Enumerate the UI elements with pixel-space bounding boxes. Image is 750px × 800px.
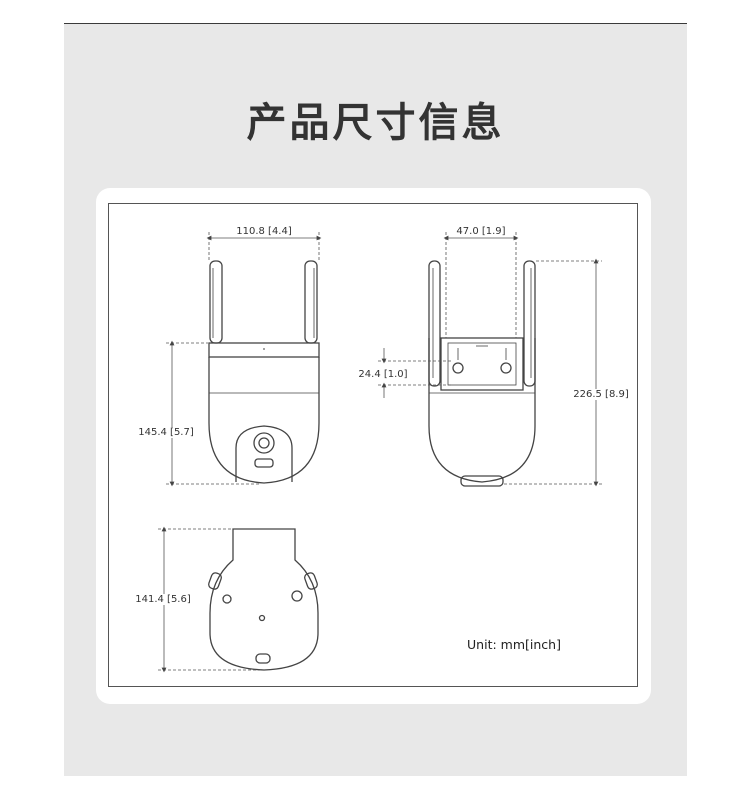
side-height-dim <box>504 258 602 487</box>
bottom-port <box>255 653 271 664</box>
content-panel: 产品尺寸信息 <box>64 23 687 776</box>
side-view <box>428 260 536 487</box>
side-depth-dim <box>443 232 519 338</box>
screw-hole-left <box>222 594 232 604</box>
front-housing <box>208 357 320 484</box>
side-mount-label: 24.4 [1.0] <box>358 369 407 380</box>
dimension-drawing: 110.8 [4.4] 145.4 [5.7] <box>134 226 630 673</box>
screw-hole-right <box>291 590 303 602</box>
side-mount-dim <box>378 348 451 398</box>
camera-lens <box>253 432 275 454</box>
dim-label-bg <box>137 427 195 438</box>
dim-label-bg <box>455 226 507 237</box>
front-width-dim <box>206 232 322 260</box>
front-height-label: 145.4 [5.7] <box>138 427 194 438</box>
side-base-ring <box>460 475 504 487</box>
bottom-view <box>208 528 319 671</box>
dim-label-bg <box>572 389 630 400</box>
dim-label-bg <box>357 369 409 380</box>
drawing-card: 110.8 [4.4] 145.4 [5.7] <box>96 188 651 704</box>
side-height-label: 226.5 [8.9] <box>573 389 629 400</box>
front-view <box>208 260 320 484</box>
front-cap <box>208 342 320 358</box>
bottom-housing <box>209 528 319 671</box>
antenna-right <box>304 260 318 344</box>
drawing-frame <box>108 203 638 687</box>
lens-window <box>235 425 293 482</box>
front-width-label: 110.8 [4.4] <box>236 226 292 237</box>
dim-label-bg <box>235 226 293 237</box>
antenna-left <box>209 260 223 344</box>
dim-label-bg <box>134 594 192 605</box>
light-sensor <box>254 458 274 468</box>
bottom-tab-right <box>304 572 318 590</box>
mount-bracket <box>440 337 524 391</box>
bottom-tab-left <box>208 572 222 590</box>
page-title: 产品尺寸信息 <box>246 100 505 146</box>
side-depth-label: 47.0 [1.9] <box>456 226 505 237</box>
side-antenna-right <box>523 260 536 387</box>
unit-note: Unit: mm[inch] <box>467 637 561 652</box>
bottom-height-label: 141.4 [5.6] <box>135 594 191 605</box>
front-height-dim <box>166 340 261 487</box>
side-antenna-left <box>428 260 441 387</box>
side-housing <box>428 338 536 483</box>
